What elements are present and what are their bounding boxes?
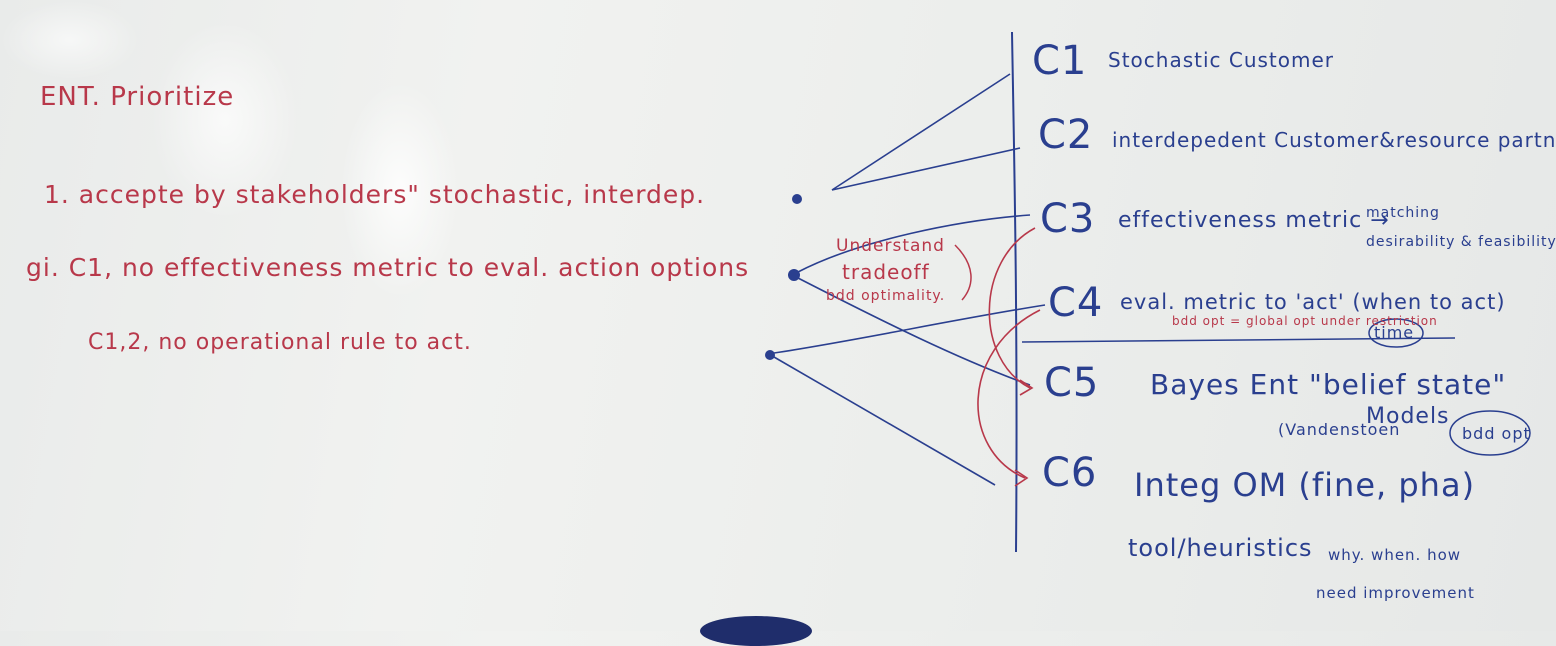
c5-text: Bayes Ent "belief state" (1150, 368, 1507, 401)
c6-line-2b: why. when. how (1328, 546, 1462, 564)
c3-note-1: matching (1366, 205, 1440, 221)
c4-time: time (1374, 323, 1415, 342)
note-understand: Understand (836, 236, 945, 256)
time-circle (1368, 318, 1424, 348)
dot-2 (788, 269, 800, 281)
c2-label: C2 (1038, 112, 1094, 158)
note-bdd-optimality: bdd optimality. (826, 288, 946, 304)
c6-line-3: need improvement (1316, 584, 1475, 602)
c3-note-2: desirability & feasibility (1366, 234, 1556, 250)
dot-1 (792, 194, 802, 204)
eraser-object (700, 616, 812, 646)
red-arrow-c3-c5 (988, 227, 1036, 389)
left-line-2: gi. C1, no effectiveness metric to eval.… (26, 253, 750, 282)
red-arrowhead-1 (1019, 379, 1034, 396)
line-dot3-c6 (773, 356, 996, 486)
c6-text: Integ OM (fine, pha) (1134, 466, 1476, 504)
glare-center (340, 80, 460, 300)
horizontal-divider (1021, 337, 1456, 343)
c1-label: C1 (1032, 38, 1088, 84)
dot-3 (765, 350, 775, 360)
red-arrow-c4-c6 (977, 309, 1041, 479)
c5-models: Models (1366, 404, 1450, 429)
red-bracket (954, 244, 972, 301)
c6-line-2: tool/heuristics (1128, 534, 1313, 562)
c4-text: eval. metric to 'act' (when to act) (1120, 290, 1506, 314)
vertical-divider (1011, 31, 1018, 553)
c3-label: C3 (1040, 196, 1096, 242)
bdd-opt-circle (1449, 410, 1531, 456)
line-dot2-c3 (797, 214, 1031, 273)
whiteboard-lines (765, 31, 1531, 553)
c6-label: C6 (1042, 450, 1098, 496)
left-title: ENT. Prioritize (40, 82, 235, 112)
line-to-c2 (831, 147, 1021, 191)
c1-text: Stochastic Customer (1108, 48, 1335, 72)
left-line-3: C1,2, no operational rule to act. (88, 330, 472, 355)
red-arrowhead-2 (1014, 469, 1029, 487)
c5-label: C5 (1044, 360, 1100, 406)
c4-label: C4 (1048, 280, 1104, 326)
line-to-c1 (831, 73, 1011, 191)
glare-left (150, 20, 300, 220)
line-dot2-c5 (797, 277, 1031, 386)
glare-top-left (0, 0, 140, 80)
c5-vandenstoen: (Vandenstoen (1278, 420, 1401, 439)
line-dot3-c4 (773, 304, 1046, 354)
c5-bdd-opt: bdd opt (1462, 424, 1531, 443)
c3-text: effectiveness metric → (1118, 208, 1390, 233)
left-line-1: 1. accepte by stakeholders" stochastic, … (44, 180, 706, 209)
note-tradeoff: tradeoff (842, 260, 930, 284)
c2-text: interdepedent Customer&resource partner. (1112, 128, 1556, 152)
c4-note: bdd opt = global opt under restriction (1172, 314, 1438, 328)
